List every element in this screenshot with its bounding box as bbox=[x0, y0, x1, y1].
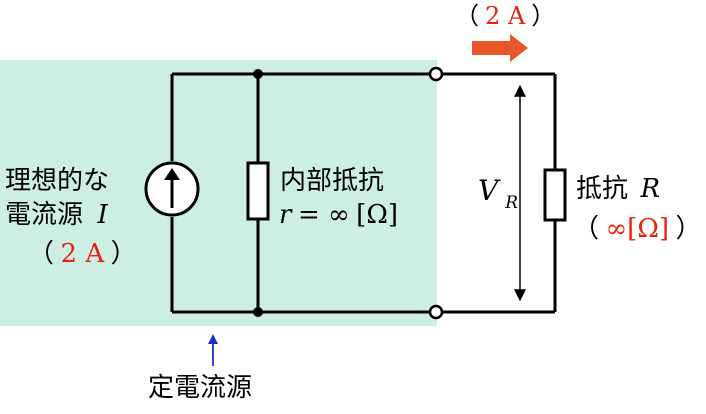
output-current-label: （ 2 A ） bbox=[455, 2, 555, 30]
internal-resistor-symbol-text: r bbox=[279, 200, 293, 230]
output-current-open: （ bbox=[455, 2, 479, 30]
internal-resistor-value: r = ∞ [Ω] bbox=[279, 200, 398, 230]
voltage-subscript: R bbox=[504, 193, 518, 213]
source-label-line1: 理想的な bbox=[5, 166, 109, 196]
voltage-symbol: V bbox=[478, 174, 501, 207]
current-source-symbol bbox=[144, 161, 200, 217]
junction-dot-bottom bbox=[253, 307, 263, 317]
output-current-close: ） bbox=[531, 2, 555, 30]
terminal-top bbox=[428, 66, 444, 82]
wires bbox=[170, 72, 557, 314]
source-value: （ 2 A ） bbox=[28, 239, 137, 269]
output-current-value: 2 A bbox=[485, 2, 526, 30]
source-shaded-box bbox=[0, 60, 437, 326]
load-resistor-close: ） bbox=[676, 214, 702, 244]
load-resistor-open: （ bbox=[573, 214, 599, 244]
voltage-label: V R bbox=[478, 174, 518, 213]
internal-resistor-unit: [Ω] bbox=[356, 200, 398, 230]
caption: 定電流源 bbox=[148, 373, 252, 403]
internal-resistor-label: 内部抵抗 bbox=[280, 166, 384, 196]
load-resistor-label: 抵抗 R bbox=[576, 174, 660, 204]
load-resistor-value: （ ∞[Ω] ） bbox=[573, 214, 702, 244]
load-resistor-value-text: ∞[Ω] bbox=[606, 214, 670, 244]
source-label-text: 電流源 bbox=[5, 200, 83, 230]
internal-resistor-infinity: ∞ bbox=[328, 200, 350, 230]
internal-resistor-equals: = bbox=[298, 200, 328, 230]
current-direction-arrow bbox=[472, 34, 528, 62]
source-value-close: ） bbox=[111, 239, 137, 269]
load-resistor-symbol bbox=[543, 168, 567, 222]
source-value-text: 2 A bbox=[61, 239, 106, 269]
junction-dot-top bbox=[253, 69, 263, 79]
caption-pointer-arrow bbox=[208, 334, 218, 366]
source-symbol: I bbox=[97, 200, 109, 230]
source-label-line2: 電流源 I bbox=[5, 200, 109, 230]
terminal-bottom bbox=[428, 304, 444, 320]
internal-resistor-symbol bbox=[246, 161, 270, 221]
source-value-open: （ bbox=[28, 239, 54, 269]
load-resistor-symbol-text: R bbox=[640, 174, 661, 204]
load-resistor-text: 抵抗 bbox=[576, 174, 628, 204]
